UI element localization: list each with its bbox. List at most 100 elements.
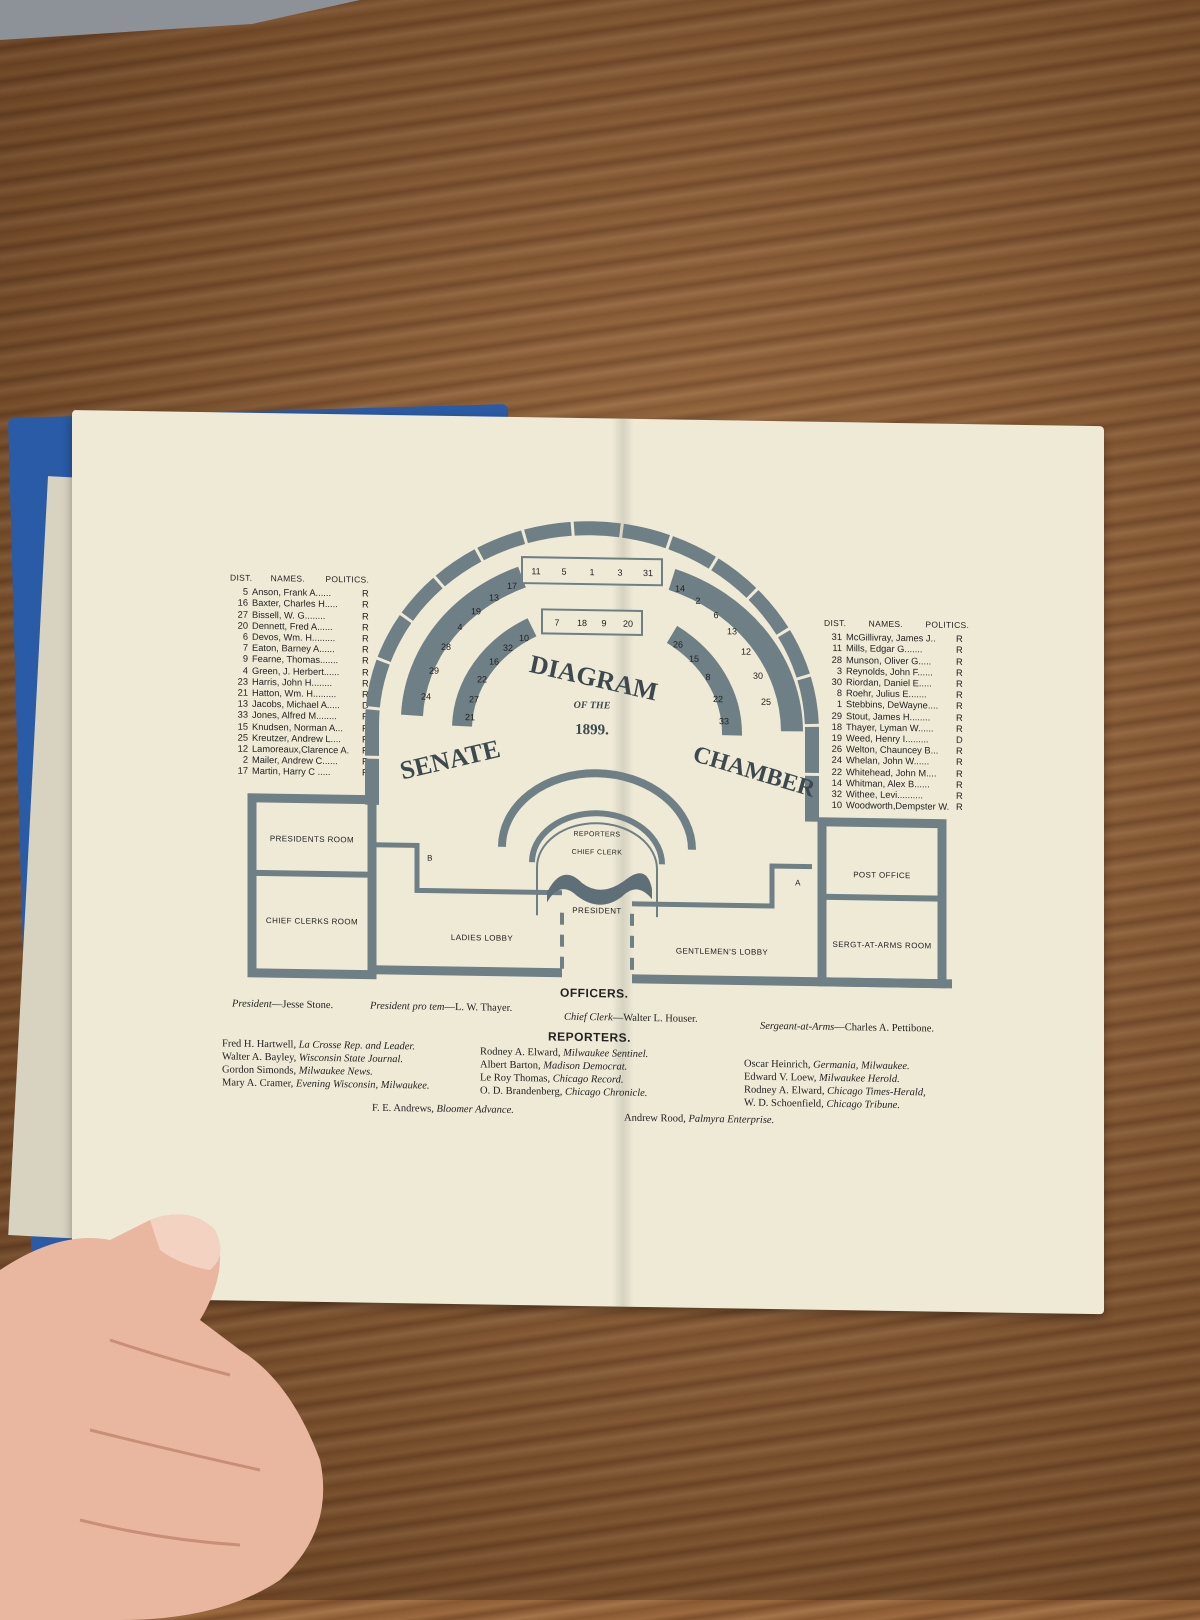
senator-politics: R — [956, 746, 963, 757]
reporter-name: F. E. Andrews, — [372, 1102, 434, 1115]
reporter-paper: Chicago Tribune. — [826, 1098, 900, 1112]
reporter-paper: Milwaukee Herold. — [819, 1072, 900, 1086]
reporter-entry: F. E. Andrews, Bloomer Advance. — [372, 1103, 514, 1116]
seat-row-middle — [541, 608, 643, 636]
seat-row-top — [521, 556, 663, 587]
seat-number: 16 — [489, 657, 499, 667]
seat-number: 22 — [713, 694, 723, 704]
room-post-office: POST OFFICE — [853, 870, 911, 880]
reporter-entry: Edward V. Loew, Milwaukee Herold. — [744, 1072, 926, 1086]
seat-number: 11 — [531, 566, 540, 576]
rostrum-rail — [536, 822, 658, 918]
reporter-name: Edward V. Loew, — [744, 1071, 817, 1084]
president-rostrum — [547, 873, 652, 905]
seat-number: 7 — [554, 618, 559, 628]
seat-number: 31 — [643, 568, 653, 578]
officer-name: —Charles A. Pettibone. — [834, 1021, 935, 1035]
reporter-name: Andrew Rood, — [624, 1112, 686, 1125]
area-president: PRESIDENT — [572, 906, 621, 916]
ladies-lobby-wall — [372, 965, 562, 978]
officers-title: OFFICERS. — [560, 985, 629, 1001]
outer-arc-wall — [365, 521, 819, 822]
reporter-name: Le Roy Thomas, — [480, 1072, 551, 1085]
senator-politics: R — [956, 634, 963, 645]
chief-clerk-arc — [529, 810, 665, 865]
seat-number: 5 — [561, 567, 566, 577]
senator-politics: R — [956, 678, 963, 690]
room-chief-clerks: CHIEF CLERKS ROOM — [266, 916, 358, 926]
officer-label: President — [232, 998, 272, 1011]
reporter-paper: Milwaukee News. — [298, 1065, 373, 1078]
seat-number: 20 — [623, 619, 633, 629]
seat-number: 3 — [617, 568, 622, 578]
reporter-paper: Milwaukee Sentinel. — [563, 1047, 649, 1061]
seat-number: 22 — [477, 674, 487, 684]
senator-politics: R — [956, 645, 963, 656]
seat-number: 28 — [441, 642, 451, 652]
seat-number: 32 — [503, 643, 513, 653]
senator-politics: R — [956, 667, 963, 678]
reporter-entry: O. D. Brandenberg, Chicago Chronicle. — [480, 1085, 648, 1099]
chamber-floor-plan: 11 5 1 3 31 7 18 9 20 17 13 19 4 28 29 2… — [247, 521, 952, 989]
reporter-entry: Rodney A. Elward, Chicago Times-Herald, — [744, 1085, 926, 1099]
seat-number: 13 — [727, 626, 737, 636]
seat-number: 27 — [469, 694, 479, 704]
senate-chamber-diagram: 11 5 1 3 31 7 18 9 20 17 13 19 4 28 29 2… — [232, 513, 952, 994]
seat-arc-right-inner — [666, 625, 743, 736]
room-gentlemens-lobby: GENTLEMEN'S LOBBY — [676, 946, 769, 956]
reporter-name: Albert Barton, — [480, 1059, 541, 1072]
right-rooms-wall — [817, 817, 947, 989]
senator-politics: R — [956, 656, 963, 667]
reporter-entry: Mary A. Cramer, Evening Wisconsin, Milwa… — [222, 1077, 430, 1091]
right-rooms-divider — [822, 893, 942, 902]
reporter-name: O. D. Brandenberg, — [480, 1085, 563, 1098]
seat-number: 8 — [705, 672, 710, 682]
senator-politics: R — [956, 757, 963, 768]
officer-label: Chief Clerk — [564, 1011, 613, 1024]
seat-number: 4 — [457, 622, 462, 632]
reporter-paper: Madison Democrat. — [543, 1060, 628, 1073]
reporter-paper: Evening Wisconsin, Milwaukee. — [295, 1078, 430, 1092]
diagram-title-word: DIAGRAM — [527, 649, 660, 706]
officer-name: —Jesse Stone. — [271, 999, 334, 1012]
reporter-name: Fred H. Hartwell, — [222, 1038, 297, 1051]
senator-politics: R — [956, 723, 963, 734]
seat-number: 1 — [589, 567, 594, 577]
senator-politics: R — [956, 802, 963, 813]
reporter-paper: Wisconsin State Journal. — [298, 1052, 404, 1066]
seat-number: 29 — [429, 666, 439, 676]
reporter-name: Oscar Heinrich, — [744, 1058, 811, 1071]
room-ladies-lobby: LADIES LOBBY — [451, 933, 513, 943]
officer-chief-clerk: Chief Clerk—Walter L. Houser. — [564, 1012, 698, 1025]
reporters-title: REPORTERS. — [548, 1029, 632, 1045]
senator-politics: D — [956, 734, 963, 746]
reporter-entry: Le Roy Thomas, Chicago Record. — [480, 1072, 648, 1086]
senator-politics: R — [956, 779, 963, 790]
area-chief-clerk: CHIEF CLERK — [572, 849, 623, 857]
left-rooms-wall — [247, 793, 377, 980]
officer-president: President—Jesse Stone. — [232, 999, 333, 1012]
seat-arc-left-inner — [452, 618, 537, 727]
reporter-name: Gordon Simonds, — [222, 1064, 297, 1077]
reporter-name: Walter A. Bayley, — [222, 1051, 297, 1064]
seat-number: 9 — [601, 618, 606, 628]
door-b-label: B — [427, 854, 433, 863]
seat-number: 14 — [675, 583, 685, 593]
officer-name: —Walter L. Houser. — [612, 1012, 698, 1025]
reporters-column-3: Oscar Heinrich, Germania, Milwaukee.Edwa… — [744, 1059, 926, 1114]
seat-number: 19 — [471, 606, 481, 616]
seat-number: 18 — [577, 618, 587, 628]
diagram-title-chamber: CHAMBER — [690, 741, 818, 803]
door-a-label: A — [795, 878, 801, 887]
room-sergt-at-arms: SERGT-AT-ARMS ROOM — [832, 940, 931, 951]
officer-sergeant: Sergeant-at-Arms—Charles A. Pettibone. — [760, 1021, 934, 1035]
reporter-paper: Chicago Times-Herald, — [827, 1085, 926, 1099]
senator-politics: R — [956, 701, 963, 712]
reporter-entry: Andrew Rood, Palmyra Enterprise. — [624, 1113, 774, 1126]
reporter-paper: Palmyra Enterprise. — [688, 1113, 775, 1127]
left-rooms-divider — [252, 869, 372, 878]
seat-number: 33 — [719, 716, 729, 726]
seat-number: 15 — [689, 654, 699, 664]
reporter-paper: Germania, Milwaukee. — [813, 1059, 910, 1073]
reporter-paper: Chicago Record. — [552, 1073, 624, 1086]
